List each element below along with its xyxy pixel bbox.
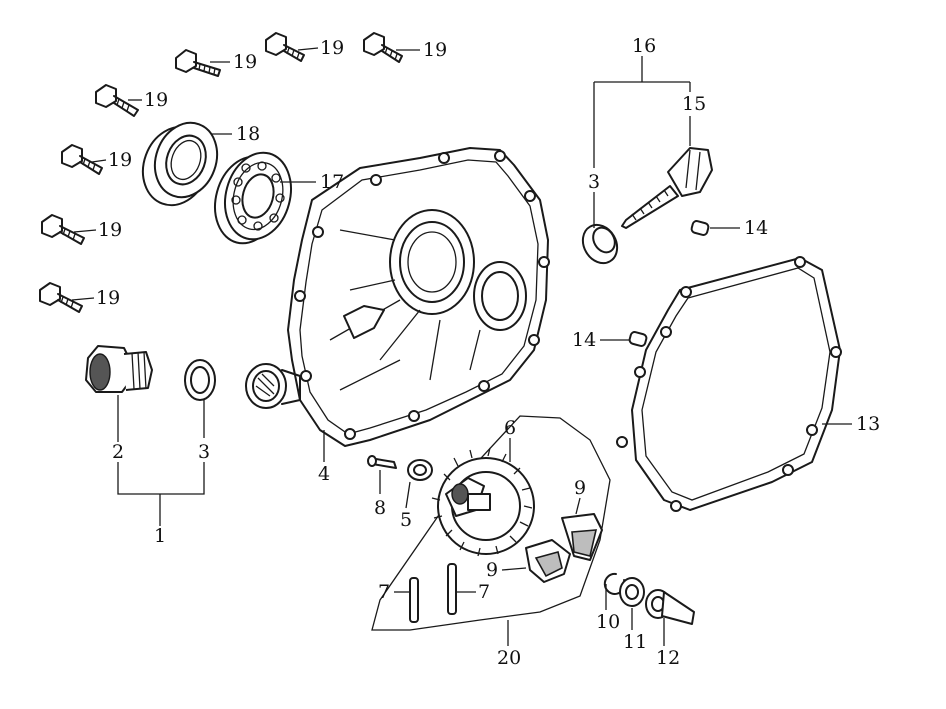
leader-lines: [71, 47, 852, 646]
callout-3-right: 3: [588, 171, 600, 193]
callout-15: 15: [682, 93, 706, 115]
callout-10: 10: [596, 611, 620, 633]
flyweight-9-upper: [561, 513, 603, 561]
callout-11: 11: [623, 631, 647, 653]
bearing-17: [214, 151, 292, 245]
callout-17: 17: [320, 171, 344, 193]
bolt-19-top-left: [175, 49, 221, 77]
callout-7-left: 7: [378, 581, 390, 603]
callout-4: 4: [318, 463, 330, 485]
callout-20: 20: [497, 647, 521, 669]
governor-gear-6: [431, 447, 535, 557]
callout-19-d: 19: [144, 89, 168, 111]
o-ring-3-right: [581, 223, 619, 265]
callout-19-b: 19: [320, 37, 344, 59]
dowel-pin-14-top: [690, 220, 710, 236]
callout-9-upper: 9: [574, 477, 586, 499]
callout-19-c: 19: [423, 39, 447, 61]
bolt-19-left-2: [61, 144, 103, 175]
washer-11: [619, 577, 645, 607]
bolt-19-left-3: [41, 214, 85, 245]
callout-18: 18: [236, 123, 260, 145]
callout-19-a: 19: [233, 51, 257, 73]
oil-level-gauge-15: [621, 147, 713, 229]
callout-6: 6: [504, 417, 516, 439]
crankcase-cover-4: [245, 147, 550, 447]
callout-14-mid: 14: [572, 329, 596, 351]
bolt-19-left-4: [39, 282, 83, 313]
callout-2: 2: [112, 441, 124, 463]
governor-assembly-20-outline: [371, 415, 611, 631]
callout-19-e: 19: [108, 149, 132, 171]
pin-7-left: [409, 577, 419, 623]
callout-9-lower: 9: [486, 559, 498, 581]
o-ring-3-left: [184, 359, 216, 401]
dowel-pin-14-mid: [628, 331, 648, 347]
callout-12: 12: [656, 647, 680, 669]
callout-1: 1: [154, 525, 166, 547]
callout-8: 8: [374, 497, 386, 519]
governor-slider-12: [645, 589, 695, 625]
callout-7-right: 7: [478, 581, 490, 603]
callout-19-f: 19: [98, 219, 122, 241]
flyweight-9-lower: [525, 539, 571, 583]
oil-seal-18: [141, 121, 219, 207]
pin-7-right: [447, 563, 457, 615]
gasket-13: [616, 256, 842, 512]
bolt-19-top-mid: [265, 32, 305, 62]
bolt-19-top-right: [363, 32, 403, 63]
callout-3-left: 3: [198, 441, 210, 463]
callout-13: 13: [856, 413, 880, 435]
callout-19-g: 19: [96, 287, 120, 309]
oil-filler-cap-2: [85, 345, 153, 393]
bolt-19-left-1: [95, 84, 139, 117]
washer-5: [407, 459, 433, 481]
callout-numbers: 19 19 19 19 19 19 19 18 17 2 3 1 4 8 5 6…: [96, 35, 880, 669]
callout-5: 5: [400, 509, 412, 531]
callout-16: 16: [632, 35, 656, 57]
pin-8: [367, 455, 397, 469]
callout-14-top: 14: [744, 217, 768, 239]
